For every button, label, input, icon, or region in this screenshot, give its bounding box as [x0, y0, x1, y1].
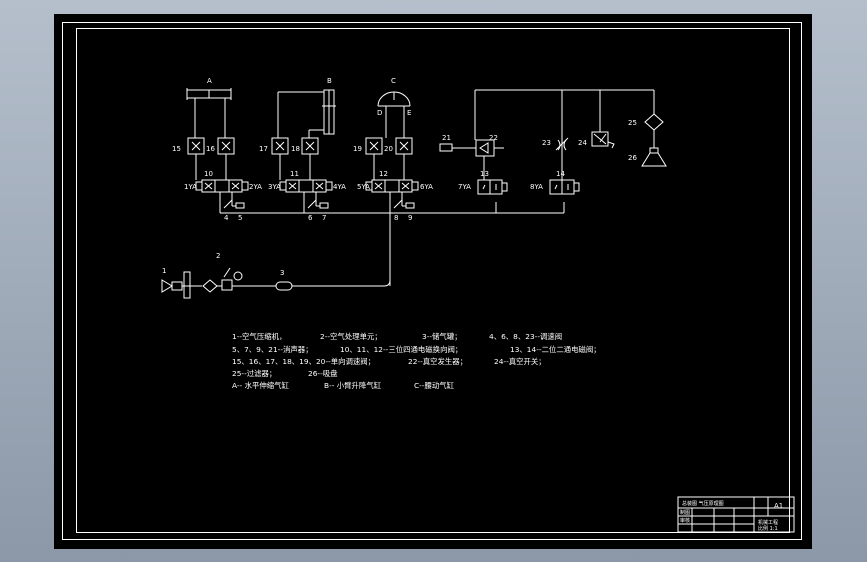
vacuum-generator-22[interactable] — [475, 139, 504, 157]
legend-3-3: 24--真空开关； — [494, 357, 546, 366]
cylinder-a[interactable] — [186, 88, 232, 138]
legend-1-1: 1--空气压缩机， — [232, 332, 286, 341]
cad-viewport[interactable]: A B C D E — [54, 14, 812, 549]
air-tank-3[interactable] — [275, 279, 391, 291]
label-6: 6 — [308, 214, 313, 222]
legend-3-2: 22--真空发生器； — [408, 357, 467, 366]
cylinder-b[interactable] — [277, 89, 336, 138]
label-23: 23 — [542, 139, 551, 147]
legend-2-3: 13、14--二位二通电磁阀； — [510, 345, 601, 354]
legend-5-3: C--腰动气缸 — [414, 381, 455, 390]
legend-4-1: 25--过滤器； — [232, 369, 276, 378]
label-4ya: 4YA — [333, 183, 346, 191]
label-7ya: 7YA — [458, 183, 471, 191]
flow-valve-15[interactable] — [187, 137, 205, 155]
label-3: 3 — [280, 269, 284, 277]
label-port-d: D — [377, 109, 382, 117]
legend-2-1: 5、7、9、21--消声器； — [232, 345, 313, 354]
exhaust-group-10 — [219, 192, 245, 213]
throttle-valve-23[interactable] — [555, 137, 569, 151]
air-treatment-unit-2[interactable] — [202, 267, 276, 293]
directional-valve-12[interactable] — [365, 179, 419, 193]
tb-title: 总装图 气压原理图 — [682, 500, 724, 507]
exhaust-group-12 — [389, 192, 415, 213]
label-14: 14 — [556, 170, 565, 178]
muffler-21[interactable] — [439, 143, 476, 152]
legend: 1--空气压缩机， 2--空气处理单元； 3--储气罐； 4、6、8、23--调… — [232, 332, 601, 390]
flow-valve-17[interactable] — [271, 137, 289, 155]
tb-sheet-size: A1 — [774, 502, 783, 510]
solenoid-valve-14[interactable] — [549, 179, 580, 195]
label-8ya: 8YA — [530, 183, 543, 191]
directional-valve-10[interactable] — [195, 179, 249, 193]
legend-1-3: 3--储气罐； — [422, 332, 462, 341]
tb-drawn: 制图 — [680, 509, 690, 516]
tb-checked: 审核 — [680, 517, 690, 524]
label-7: 7 — [322, 214, 326, 222]
tb-school: 机械工程 — [758, 519, 778, 526]
label-1: 1 — [162, 267, 166, 275]
pneumatic-schematic: A B C D E — [161, 77, 795, 533]
legend-1-2: 2--空气处理单元； — [320, 332, 382, 341]
label-17: 17 — [259, 145, 268, 153]
title-block: 总装图 气压原理图 A1 制图 审核 机械工程 比例 1:1 — [677, 496, 795, 533]
cylinder-c[interactable] — [377, 91, 411, 138]
suction-cup-26[interactable] — [641, 147, 667, 167]
legend-4-2: 26--吸盘 — [308, 369, 338, 378]
label-1ya: 1YA — [184, 183, 197, 191]
label-11: 11 — [290, 170, 299, 178]
label-3ya: 3YA — [268, 183, 281, 191]
label-18: 18 — [291, 145, 300, 153]
filter-25[interactable] — [644, 113, 664, 148]
legend-5-1: A-- 水平伸缩气缸 — [232, 381, 290, 390]
legend-5-2: B-- 小臂升降气缸 — [324, 381, 382, 390]
directional-valve-11[interactable] — [279, 179, 333, 193]
flow-valve-19[interactable] — [365, 137, 383, 155]
label-2ya: 2YA — [249, 183, 262, 191]
flow-valve-20[interactable] — [395, 137, 413, 155]
label-10: 10 — [204, 170, 213, 178]
label-15: 15 — [172, 145, 181, 153]
legend-3-1: 15、16、17、18、19、20--单向调速阀； — [232, 357, 375, 366]
flow-valve-18[interactable] — [301, 137, 319, 155]
legend-1-4: 4、6、8、23--调速阀 — [489, 332, 562, 341]
label-cylinder-a: A — [207, 77, 212, 85]
supply-manifold — [220, 202, 565, 286]
label-4: 4 — [224, 214, 229, 222]
drawing-border-outer — [62, 22, 802, 540]
legend-2-2: 10、11、12--三位四通电磁换向阀； — [340, 345, 462, 354]
label-8: 8 — [394, 214, 398, 222]
label-19: 19 — [353, 145, 362, 153]
vacuum-line — [474, 89, 655, 180]
label-5ya: 5YA — [357, 183, 370, 191]
flow-valve-16[interactable] — [217, 137, 235, 155]
solenoid-valve-13[interactable] — [477, 179, 508, 195]
label-cylinder-c: C — [391, 77, 396, 85]
drawing-border-inner — [76, 28, 790, 533]
label-12: 12 — [379, 170, 388, 178]
label-cylinder-b: B — [327, 77, 332, 85]
label-6ya: 6YA — [420, 183, 433, 191]
vacuum-switch-24[interactable] — [591, 131, 615, 149]
label-20: 20 — [384, 145, 393, 153]
exhaust-group-11 — [303, 192, 329, 213]
label-2: 2 — [216, 252, 220, 260]
label-5: 5 — [238, 214, 242, 222]
label-26: 26 — [628, 154, 637, 162]
tb-scale: 比例 1:1 — [758, 525, 778, 532]
label-16: 16 — [206, 145, 215, 153]
label-22: 22 — [489, 134, 498, 142]
label-21: 21 — [442, 134, 451, 142]
label-port-e: E — [407, 109, 411, 117]
label-24: 24 — [578, 139, 587, 147]
air-compressor-1[interactable] — [161, 271, 202, 299]
label-9: 9 — [408, 214, 412, 222]
label-25: 25 — [628, 119, 637, 127]
